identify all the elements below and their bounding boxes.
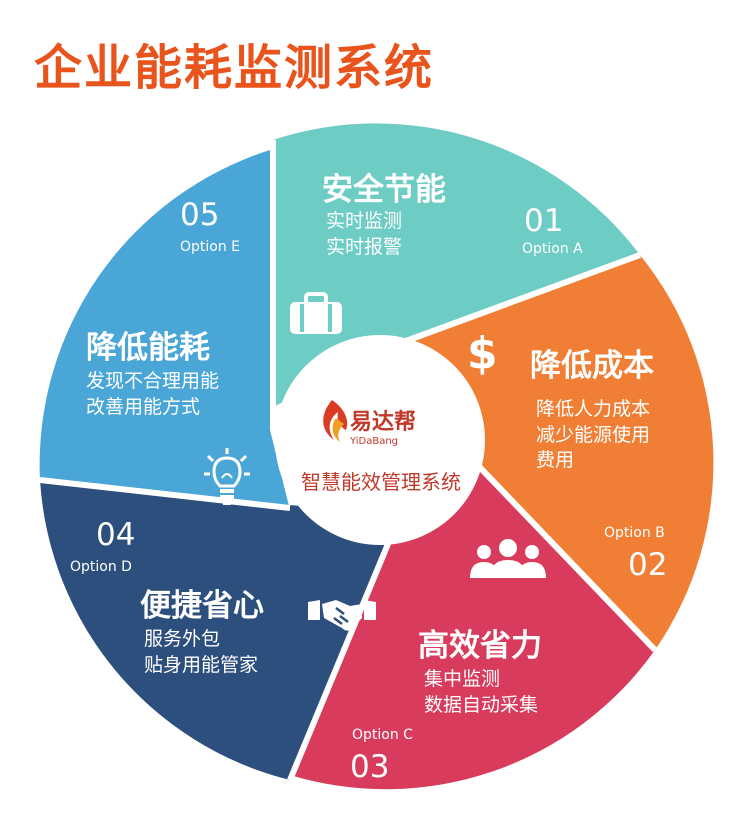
segment-d-text: 便捷省心 服务外包 贴身用能管家 bbox=[140, 588, 264, 678]
segment-d-title: 便捷省心 bbox=[140, 588, 264, 624]
logo-subtext: YiDaBang bbox=[350, 436, 399, 447]
segment-d-option: Option D bbox=[70, 559, 132, 575]
segment-a-wedge bbox=[273, 123, 640, 407]
segment-e-text: 降低能耗 发现不合理用能 改善用能方式 bbox=[86, 330, 219, 420]
segment-e-line-2: 改善用能方式 bbox=[86, 395, 201, 418]
center-circle bbox=[275, 335, 485, 545]
segment-a-option: Option A bbox=[522, 241, 583, 257]
center-title: 智慧能效管理系统 bbox=[301, 470, 461, 494]
segment-a-text: 安全节能 实时监测 实时报警 bbox=[322, 172, 446, 260]
handshake-icon bbox=[308, 600, 376, 631]
segment-c-line-2: 数据自动采集 bbox=[424, 693, 539, 716]
segment-b-number: 02 bbox=[628, 547, 668, 583]
segment-d-line-2: 贴身用能管家 bbox=[144, 653, 259, 676]
segment-e-option: Option E bbox=[180, 239, 241, 255]
segment-e-wedge bbox=[39, 150, 291, 510]
segment-c-wedge bbox=[290, 455, 655, 790]
segment-c-text: 高效省力 集中监测 数据自动采集 bbox=[418, 628, 542, 718]
segment-b-line-1: 降低人力成本 bbox=[536, 398, 651, 420]
segment-b-lines: 降低人力成本 减少能源使用 费用 bbox=[536, 397, 650, 474]
segment-b-option: Option B bbox=[604, 525, 665, 541]
segment-c-option: Option C bbox=[352, 727, 413, 743]
page-title: 企业能耗监测系统 bbox=[34, 40, 435, 96]
logo-flame-icon bbox=[323, 400, 348, 442]
segment-d-wedge bbox=[40, 480, 400, 780]
logo-text: 易达帮 bbox=[350, 410, 417, 435]
segment-dividers bbox=[39, 140, 658, 782]
segment-e-line-1: 发现不合理用能 bbox=[86, 370, 220, 393]
segment-b-wedge bbox=[395, 255, 714, 650]
segment-b-title: 降低成本 bbox=[530, 348, 654, 384]
segment-c-number: 03 bbox=[350, 749, 390, 785]
dollar-icon: $ bbox=[467, 328, 498, 379]
segment-b-title-wrap: 降低成本 bbox=[530, 348, 654, 385]
segment-c-title: 高效省力 bbox=[418, 628, 542, 664]
segment-a-title: 安全节能 bbox=[322, 172, 446, 208]
segment-b-line-2: 减少能源使用 bbox=[536, 423, 651, 446]
segment-d-number: 04 bbox=[96, 517, 136, 553]
people-icon bbox=[470, 539, 546, 578]
segment-a-line-2: 实时报警 bbox=[326, 235, 403, 258]
segment-e-title: 降低能耗 bbox=[86, 330, 210, 366]
segment-a-number: 01 bbox=[524, 203, 564, 239]
lightbulb-icon bbox=[204, 448, 250, 505]
segment-a-line-1: 实时监测 bbox=[326, 210, 403, 233]
segment-e-number: 05 bbox=[180, 197, 220, 233]
segment-d-line-1: 服务外包 bbox=[144, 628, 221, 651]
segment-b-line-3: 费用 bbox=[536, 449, 575, 472]
segment-c-line-1: 集中监测 bbox=[424, 668, 501, 691]
briefcase-icon bbox=[290, 292, 342, 334]
